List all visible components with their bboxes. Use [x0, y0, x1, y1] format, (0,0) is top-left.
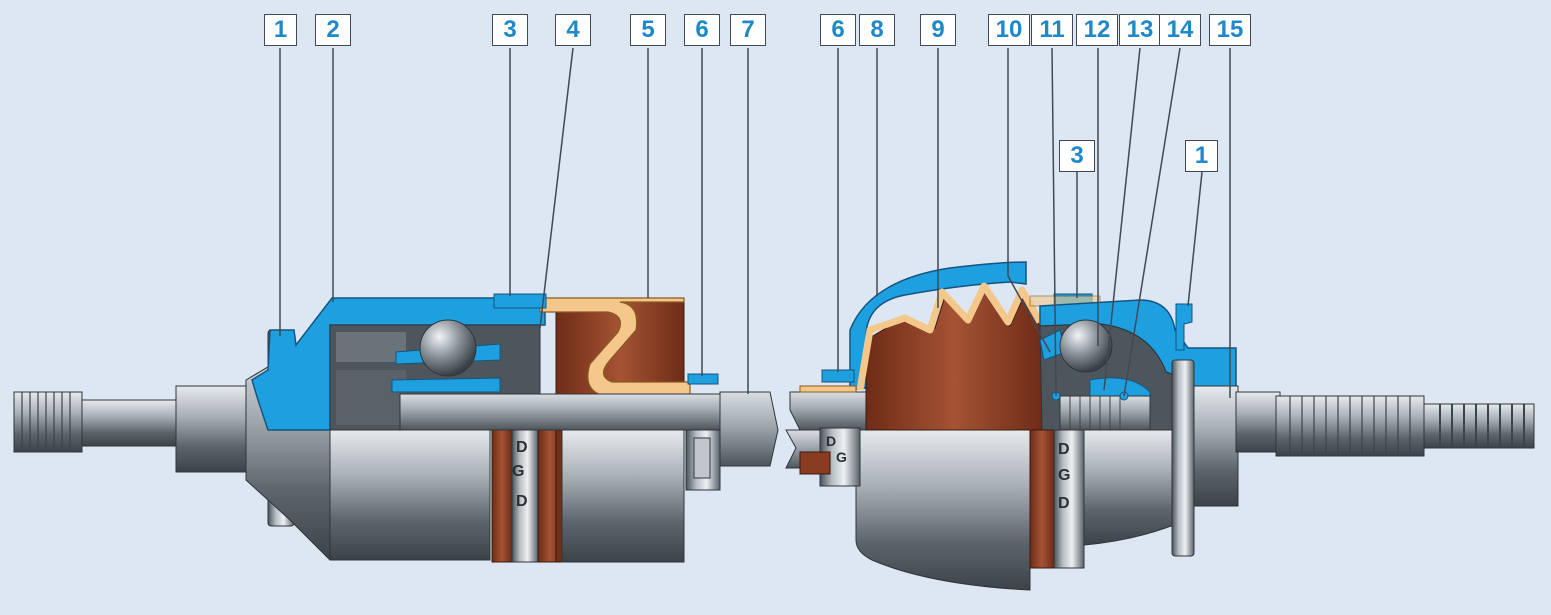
left-boot-section: [539, 297, 691, 397]
right-boot-shell: [849, 261, 1027, 391]
right-ball: [1059, 319, 1113, 373]
callout-11: 11: [1031, 14, 1073, 46]
callout-15: 15: [1209, 14, 1251, 46]
right-joint-assembly: D G D: [799, 261, 1535, 591]
callout-7: 7: [730, 14, 766, 46]
left-ball: [419, 319, 477, 377]
svg-text:D: D: [516, 493, 528, 510]
svg-text:G: G: [836, 449, 847, 465]
right-boot-lower: [855, 429, 1031, 591]
svg-text:D: D: [1058, 441, 1070, 458]
leader-10: [1007, 48, 1051, 353]
svg-text:D: D: [1058, 495, 1070, 512]
callout-10: 10: [988, 14, 1030, 46]
leader-1b: [1187, 171, 1203, 307]
callout-9: 9: [920, 14, 956, 46]
callout-8: 8: [859, 14, 895, 46]
right-flange: [1171, 359, 1195, 557]
callout-12: 12: [1076, 14, 1118, 46]
callout-13: 13: [1119, 14, 1161, 46]
callout-2: 2: [315, 14, 351, 46]
callout-3b: 3: [1059, 140, 1095, 172]
left-spline-stub: [13, 385, 247, 473]
callout-14: 14: [1159, 14, 1201, 46]
svg-text:G: G: [512, 463, 524, 480]
callout-1a: 1: [264, 14, 297, 46]
leader-4: [539, 47, 574, 329]
left-bearing: D G D: [491, 429, 563, 563]
right-threaded-end: [1423, 403, 1535, 449]
callout-6a: 6: [684, 14, 720, 46]
callout-5: 5: [630, 14, 666, 46]
leader-13: [1103, 47, 1141, 391]
right-bearing: D G D: [1029, 429, 1085, 569]
callout-4: 4: [555, 14, 591, 46]
callout-3a: 3: [492, 14, 528, 46]
svg-text:G: G: [1058, 467, 1070, 484]
leader-lines: [279, 47, 1231, 398]
svg-text:D: D: [516, 439, 528, 456]
main-shaft-left: [399, 393, 771, 431]
leader-14: [1123, 47, 1181, 397]
callout-6b: 6: [820, 14, 856, 46]
leader-11: [1051, 47, 1057, 397]
svg-text:D: D: [826, 433, 836, 449]
callout-1b: 1: [1185, 140, 1218, 172]
